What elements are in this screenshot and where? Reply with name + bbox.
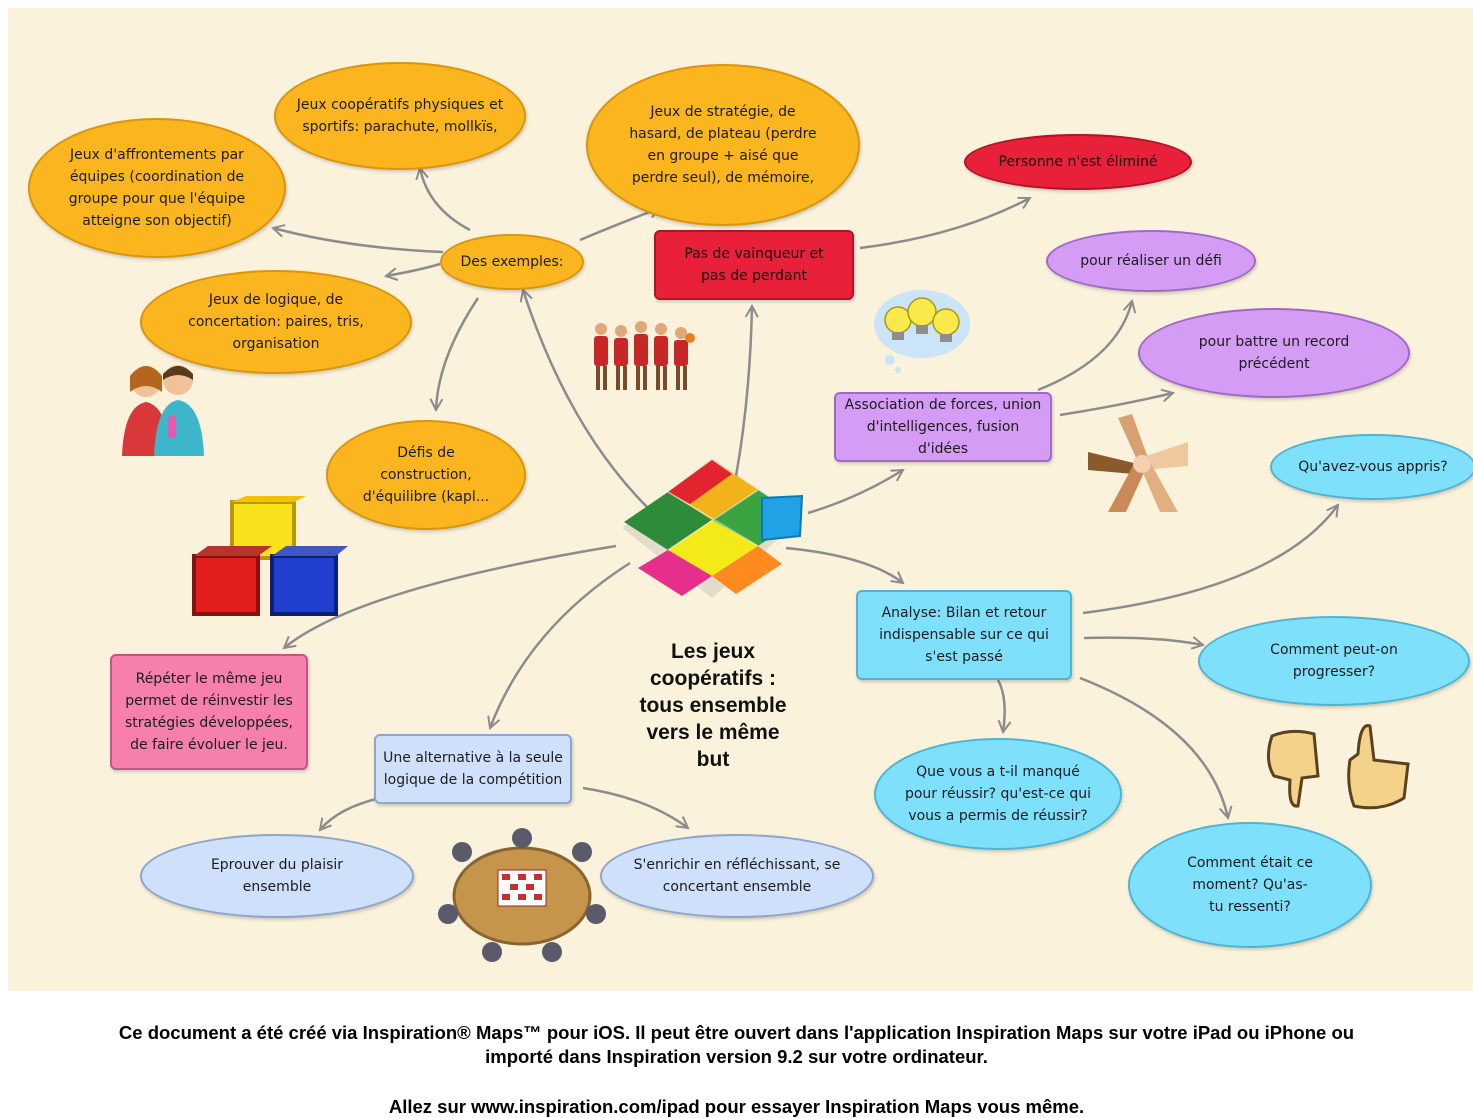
node-manque[interactable]: Que vous a t-il manqué pour réussir? qu'… <box>874 738 1122 850</box>
basketball-team-icon <box>594 321 695 390</box>
footer-line-2: importé dans Inspiration version 9.2 sur… <box>485 1046 988 1067</box>
thumbs-icon <box>1267 724 1410 810</box>
link-analyse-appris <box>1082 505 1338 615</box>
node-enrichir[interactable]: S'enrichir en réfléchissant, se concerta… <box>600 834 874 918</box>
node-moment[interactable]: Comment était ce moment? Qu'as-tu ressen… <box>1128 822 1372 948</box>
node-des-exemples[interactable]: Des exemples: <box>440 234 584 290</box>
node-realiser-defi[interactable]: pour réaliser un défi <box>1046 230 1256 292</box>
link-center-association <box>807 470 903 515</box>
node-jeux-affrontements[interactable]: Jeux d'affrontements par équipes (coordi… <box>28 118 286 258</box>
node-appris[interactable]: Qu'avez-vous appris? <box>1270 434 1473 500</box>
link-exemples-physiques <box>420 168 471 232</box>
link-alternative-enrichir <box>582 786 688 828</box>
link-exemples-logique <box>386 262 441 276</box>
node-jeux-strategie[interactable]: Jeux de stratégie, de hasard, de plateau… <box>586 64 860 226</box>
link-analyse-moment <box>1079 676 1228 818</box>
link-center-alternative <box>490 561 631 728</box>
node-personne-elimine[interactable]: Personne n'est éliminé <box>964 134 1192 190</box>
node-analyse[interactable]: Analyse: Bilan et retour indispensable s… <box>856 590 1072 680</box>
link-association-realiser <box>1037 301 1132 392</box>
link-center-pasvainqueur <box>734 306 752 477</box>
central-topic-title[interactable]: Les jeux coopératifs : tous ensemble ver… <box>639 640 787 771</box>
link-center-repeter <box>284 544 617 648</box>
table-group-icon <box>438 828 606 962</box>
node-battre-record[interactable]: pour battre un record précédent <box>1138 308 1410 398</box>
link-exemples-affrontements <box>273 228 444 254</box>
link-analyse-manque <box>996 679 1005 732</box>
node-repeter[interactable]: Répéter le même jeu permet de réinvestir… <box>110 654 308 770</box>
link-analyse-progresser <box>1083 638 1203 645</box>
node-alternative[interactable]: Une alternative à la seule logique de la… <box>374 734 572 804</box>
link-layer <box>8 8 1473 991</box>
mind-map-canvas: Des exemples: Jeux coopératifs physiques… <box>8 8 1473 991</box>
link-center-analyse <box>785 546 903 583</box>
stacked-hands-icon <box>1088 414 1188 512</box>
node-plaisir[interactable]: Eprouver du plaisir ensemble <box>140 834 414 918</box>
node-jeux-physiques[interactable]: Jeux coopératifs physiques et sportifs: … <box>274 62 526 170</box>
node-jeux-logique[interactable]: Jeux de logique, de concertation: paires… <box>140 270 412 374</box>
link-association-record <box>1059 393 1173 417</box>
node-association[interactable]: Association de forces, union d'intellige… <box>834 392 1052 462</box>
link-exemples-defis <box>436 297 480 410</box>
node-defis[interactable]: Défis de construction, d'équilibre (kapl… <box>326 420 526 530</box>
link-center-exemples <box>523 290 649 509</box>
scientists-icon <box>122 365 204 456</box>
footer-line-1: Ce document a été créé via Inspiration® … <box>118 1022 1355 1043</box>
link-alternative-plaisir <box>320 796 381 830</box>
node-pas-de-vainqueur[interactable]: Pas de vainqueur et pas de perdant <box>654 230 854 300</box>
lightbulbs-icon <box>874 290 970 373</box>
puzzle-icon <box>622 458 804 598</box>
footer-line-3: Allez sur www.inspiration.com/ipad pour … <box>388 1096 1085 1117</box>
link-pasvainqueur-personne <box>859 198 1030 250</box>
toy-blocks-icon <box>192 496 348 616</box>
node-progresser[interactable]: Comment peut-on progresser? <box>1198 616 1470 706</box>
